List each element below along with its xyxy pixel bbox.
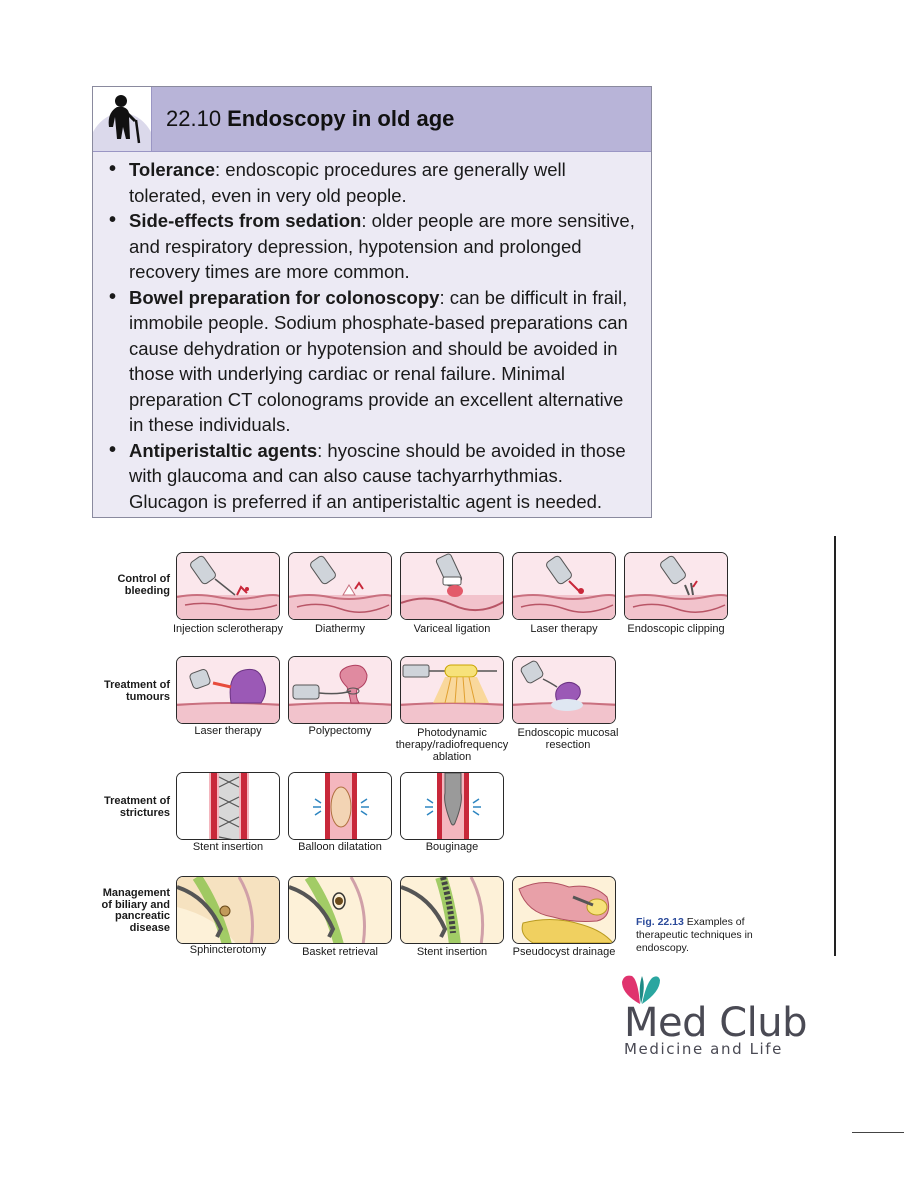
row-label-text: Treatment of strictures	[103, 795, 170, 819]
box-title-text: Endoscopy in old age	[227, 106, 455, 131]
logo-name: Med Club	[624, 1000, 808, 1046]
row-label-text: Management of biliary and pancreatic dis…	[101, 887, 170, 934]
box-number: 22.10	[166, 106, 222, 131]
bullet-item: Side-effects from sedation: older people…	[107, 208, 637, 285]
bullet-item: Bowel preparation for colonoscopy: can b…	[107, 285, 637, 438]
illustration-basket-retrieval	[288, 876, 392, 944]
caption-basket-retrieval: Basket retrieval	[302, 946, 378, 958]
caption-bouginage: Bouginage	[425, 841, 479, 853]
logo-tagline: Medicine and Life	[624, 1040, 783, 1058]
illustration-laser-therapy-bleeding	[512, 552, 616, 620]
bullet-term: Tolerance	[129, 159, 216, 180]
figure-margin-rule	[834, 536, 836, 956]
bullet-text: : endoscopic procedures are generally we…	[129, 159, 566, 206]
illustration-photodynamic-therapy	[400, 656, 504, 724]
illustration-bouginage	[400, 772, 504, 840]
illustration-sphincterotomy	[176, 876, 280, 944]
bullet-list: Tolerance: endoscopic procedures are gen…	[107, 157, 637, 514]
caption-stent-insertion: Stent insertion	[192, 841, 264, 853]
illustration-variceal-ligation	[400, 552, 504, 620]
caption-laser-therapy-tumour: Laser therapy	[194, 725, 262, 737]
caption-sphincterotomy: Sphincterotomy	[189, 944, 267, 956]
bullet-term: Bowel preparation for colonoscopy	[129, 286, 440, 308]
elderly-person-icon	[93, 87, 152, 151]
illustration-laser-therapy-tumour	[176, 656, 280, 724]
caption-biliary-stent-insertion: Stent insertion	[416, 946, 488, 958]
bullet-term: Antiperistaltic agents	[129, 439, 318, 461]
row-label-bleeding: Control of bleeding	[90, 573, 170, 597]
caption-polypectomy: Polypectomy	[308, 725, 372, 737]
caption-balloon-dilatation: Balloon dilatation	[298, 841, 382, 853]
row-label-biliary: Management of biliary and pancreatic dis…	[90, 887, 170, 934]
illustration-endoscopic-mucosal-resection	[512, 656, 616, 724]
figure-caption-text: Examples of therapeutic techniques in en…	[636, 916, 753, 954]
bullet-term: Side-effects from sedation	[129, 210, 362, 231]
figure-number: Fig. 22.13	[636, 916, 684, 928]
caption-pseudocyst-drainage: Pseudocyst drainage	[512, 946, 616, 958]
illustration-polypectomy	[288, 656, 392, 724]
row-label-text: Treatment of tumours	[103, 679, 170, 703]
illustration-biliary-stent-insertion	[400, 876, 504, 944]
caption-endoscopic-mucosal-resection: Endoscopic mucosal resection	[517, 727, 619, 751]
caption-diathermy: Diathermy	[314, 623, 366, 635]
row-label-text: Control of bleeding	[117, 573, 170, 597]
illustration-diathermy	[288, 552, 392, 620]
illustration-endoscopic-clipping	[624, 552, 728, 620]
bullet-text: : older people are more sensitive, and r…	[129, 210, 635, 282]
row-label-tumours: Treatment of tumours	[90, 679, 170, 703]
illustration-pseudocyst-drainage	[512, 876, 616, 944]
illustration-stent-insertion	[176, 772, 280, 840]
illustration-balloon-dilatation	[288, 772, 392, 840]
bullet-item: Antiperistaltic agents: hyoscine should …	[107, 438, 637, 515]
page-footer-rule	[852, 1132, 904, 1133]
caption-variceal-ligation: Variceal ligation	[413, 623, 491, 635]
bullet-item: Tolerance: endoscopic procedures are gen…	[107, 157, 637, 208]
caption-photodynamic-therapy: Photodynamic therapy/radiofrequency abla…	[395, 727, 509, 763]
figure-caption: Fig. 22.13 Examples of therapeutic techn…	[636, 916, 786, 955]
leaf-heart-icon	[622, 975, 660, 1004]
med-club-logo: Med Club Medicine and Life	[616, 972, 836, 1062]
bullet-text: : hyoscine should be avoided in those wi…	[129, 439, 626, 512]
caption-injection-sclerotherapy: Injection sclerotherapy	[172, 623, 284, 635]
caption-endoscopic-clipping: Endoscopic clipping	[627, 623, 725, 635]
illustration-injection-sclerotherapy	[176, 552, 280, 620]
bullet-text: : can be difficult in frail, immobile pe…	[129, 286, 628, 436]
caption-laser-therapy: Laser therapy	[530, 623, 598, 635]
row-label-strictures: Treatment of strictures	[90, 795, 170, 819]
